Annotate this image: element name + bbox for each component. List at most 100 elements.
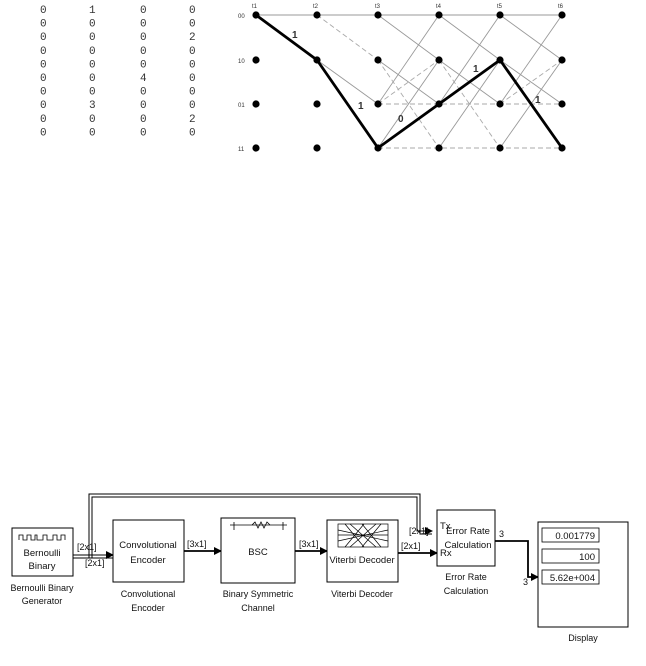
bernoulli-caption-line1: Bernoulli Binary [10, 583, 74, 593]
encoder-caption-line1: Convolutional [121, 589, 176, 599]
matrix-cell: 0 [189, 127, 196, 139]
trellis-node [374, 56, 382, 64]
matrix-cell: 0 [40, 5, 47, 17]
matrix-cell: 0 [189, 100, 196, 112]
matrix-cell: 0 [140, 114, 147, 126]
pulse-train-icon [18, 534, 66, 541]
matrix-cell: 0 [89, 114, 96, 126]
bernoulli-block-line2: Binary [29, 561, 56, 572]
wire-error-rate-to-display[interactable] [495, 540, 539, 581]
matrix-cell: 0 [140, 59, 147, 71]
error-rate-caption-line1: Error Rate [445, 572, 487, 582]
signal-label-gen-top: [2x1] [77, 542, 97, 552]
trellis-node [558, 56, 566, 64]
matrix-cell: 0 [40, 100, 47, 112]
trellis-node [313, 11, 321, 19]
state-label-00: 00 [238, 14, 245, 20]
simulink-model: Bernoulli Binary Bernoulli Binary Genera… [10, 493, 629, 643]
error-rate-port-tx: Tx [440, 521, 451, 532]
branch-label-3: 0 [398, 114, 404, 125]
signal-label-enc-out: [3x1] [187, 539, 207, 549]
matrix-cell: 0 [140, 5, 147, 17]
matrix-cell: 0 [40, 32, 47, 44]
bsc-caption-line1: Binary Symmetric [223, 589, 294, 599]
display-value-errors: 100 [579, 552, 595, 563]
matrix-cell: 0 [189, 19, 196, 31]
error-rate-block-line1: Error Rate [446, 526, 490, 537]
feedback-wire-outer[interactable] [88, 493, 432, 558]
state-label-11: 11 [238, 147, 245, 153]
viterbi-decoder-block[interactable] [326, 519, 399, 583]
state-label-01: 01 [238, 103, 245, 109]
matrix-cell: 0 [140, 32, 147, 44]
trellis-node [496, 144, 504, 152]
matrix-cell: 1 [89, 5, 96, 17]
trellis-node [252, 56, 260, 64]
matrix-cell: 0 [40, 127, 47, 139]
matrix-cell: 0 [189, 5, 196, 17]
convolutional-encoder-block[interactable] [112, 519, 185, 583]
trellis-node [374, 144, 382, 152]
error-rate-port-rx: Rx [440, 548, 452, 559]
matrix-cell: 0 [40, 59, 47, 71]
trellis-diagram: t1 t2 t3 t4 t5 t6 00 10 01 11 [238, 4, 566, 153]
trellis-node [374, 100, 382, 108]
feedback-wire-inner[interactable] [91, 496, 433, 558]
matrix-cell: 0 [89, 32, 96, 44]
matrix-cell: 2 [189, 32, 196, 44]
signal-label-bsc-out: [3x1] [299, 539, 319, 549]
display-field-ber [541, 527, 600, 543]
trellis-node [496, 11, 504, 19]
signal-label-gen-bottom: [2x1] [85, 558, 105, 568]
trellis-node [252, 144, 260, 152]
signal-label-vit-out: [2x1] [401, 541, 421, 551]
trellis-node [435, 56, 443, 64]
matrix-cell: 0 [40, 114, 47, 126]
trellis-node [558, 11, 566, 19]
trellis-node [435, 11, 443, 19]
time-label-t1: t1 [252, 4, 258, 10]
matrix-cell: 0 [89, 87, 96, 99]
trellis-node [435, 144, 443, 152]
bernoulli-block-line1: Bernoulli [24, 548, 61, 559]
matrix-cell: 2 [189, 114, 196, 126]
trellis-node [313, 100, 321, 108]
branch-label-5: 1 [535, 95, 541, 106]
trellis-nodes [252, 11, 566, 152]
trellis-survivor-path [255, 13, 564, 150]
matrix-cell: 0 [89, 127, 96, 139]
encoder-block-line1: Convolutional [119, 540, 177, 551]
bernoulli-caption-line2: Generator [22, 596, 63, 606]
bernoulli-generator-block[interactable] [11, 527, 74, 577]
branch-label-1: 1 [292, 30, 298, 41]
matrix-cell: 0 [89, 59, 96, 71]
matrix-cell: 0 [40, 73, 47, 85]
signal-label-err-out: 3 [499, 529, 504, 539]
display-field-errors [541, 548, 600, 564]
trellis-node [496, 56, 504, 64]
matrix-cell: 0 [89, 46, 96, 58]
state-label-10: 10 [238, 59, 245, 65]
matrix-cell: 0 [140, 46, 147, 58]
matrix-cell: 4 [140, 73, 147, 85]
bsc-channel-icon [230, 521, 287, 530]
trellis-node [374, 11, 382, 19]
time-label-t4: t4 [436, 4, 442, 10]
time-label-t3: t3 [375, 4, 381, 10]
error-rate-block[interactable] [436, 509, 496, 567]
trellis-mini-icon [337, 523, 389, 548]
matrix-cell: 0 [189, 73, 196, 85]
encoder-block-line2: Encoder [130, 555, 165, 566]
matrix-cell: 0 [140, 19, 147, 31]
trellis-node [496, 100, 504, 108]
viterbi-caption: Viterbi Decoder [331, 589, 393, 599]
viterbi-block-label: Viterbi Decoder [329, 555, 394, 566]
branch-label-2: 1 [358, 101, 364, 112]
matrix-cell: 0 [140, 87, 147, 99]
error-rate-caption-line2: Calculation [444, 586, 489, 596]
trellis-node [558, 100, 566, 108]
trellis-node [313, 56, 321, 64]
encoder-caption-line2: Encoder [131, 603, 165, 613]
